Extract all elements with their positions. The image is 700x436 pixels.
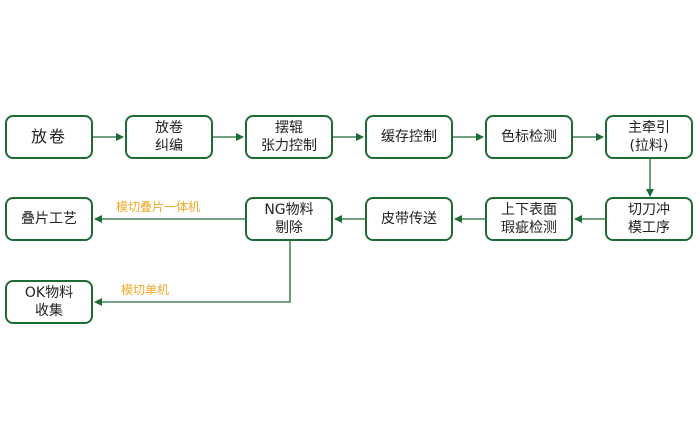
node-unwind-correction: 放卷 纠编	[125, 115, 213, 159]
node-color-mark-detection: 色标检测	[485, 115, 573, 159]
edge-label-die-cutting-machine: 模切单机	[121, 283, 170, 297]
node-main-traction: 主牵引 (拉料)	[605, 115, 693, 159]
node-ok-collection: OK物料 收集	[5, 280, 93, 324]
node-stacking-process: 叠片工艺	[5, 197, 93, 241]
node-surface-defect-detection: 上下表面 瑕疵检测	[485, 197, 573, 241]
arrow-ng-to-ok-collection	[94, 241, 291, 306]
node-swing-roller-tension: 摆辊 张力控制	[245, 115, 333, 159]
edge-label-stacking-machine: 模切叠片一体机	[116, 200, 201, 214]
node-buffer-control: 缓存控制	[365, 115, 453, 159]
node-belt-transfer: 皮带传送	[365, 197, 453, 241]
node-ng-rejection: NG物料 剔除	[245, 197, 333, 241]
node-die-cutting: 切刀冲 模工序	[605, 197, 693, 241]
node-unwind: 放卷	[5, 115, 93, 159]
